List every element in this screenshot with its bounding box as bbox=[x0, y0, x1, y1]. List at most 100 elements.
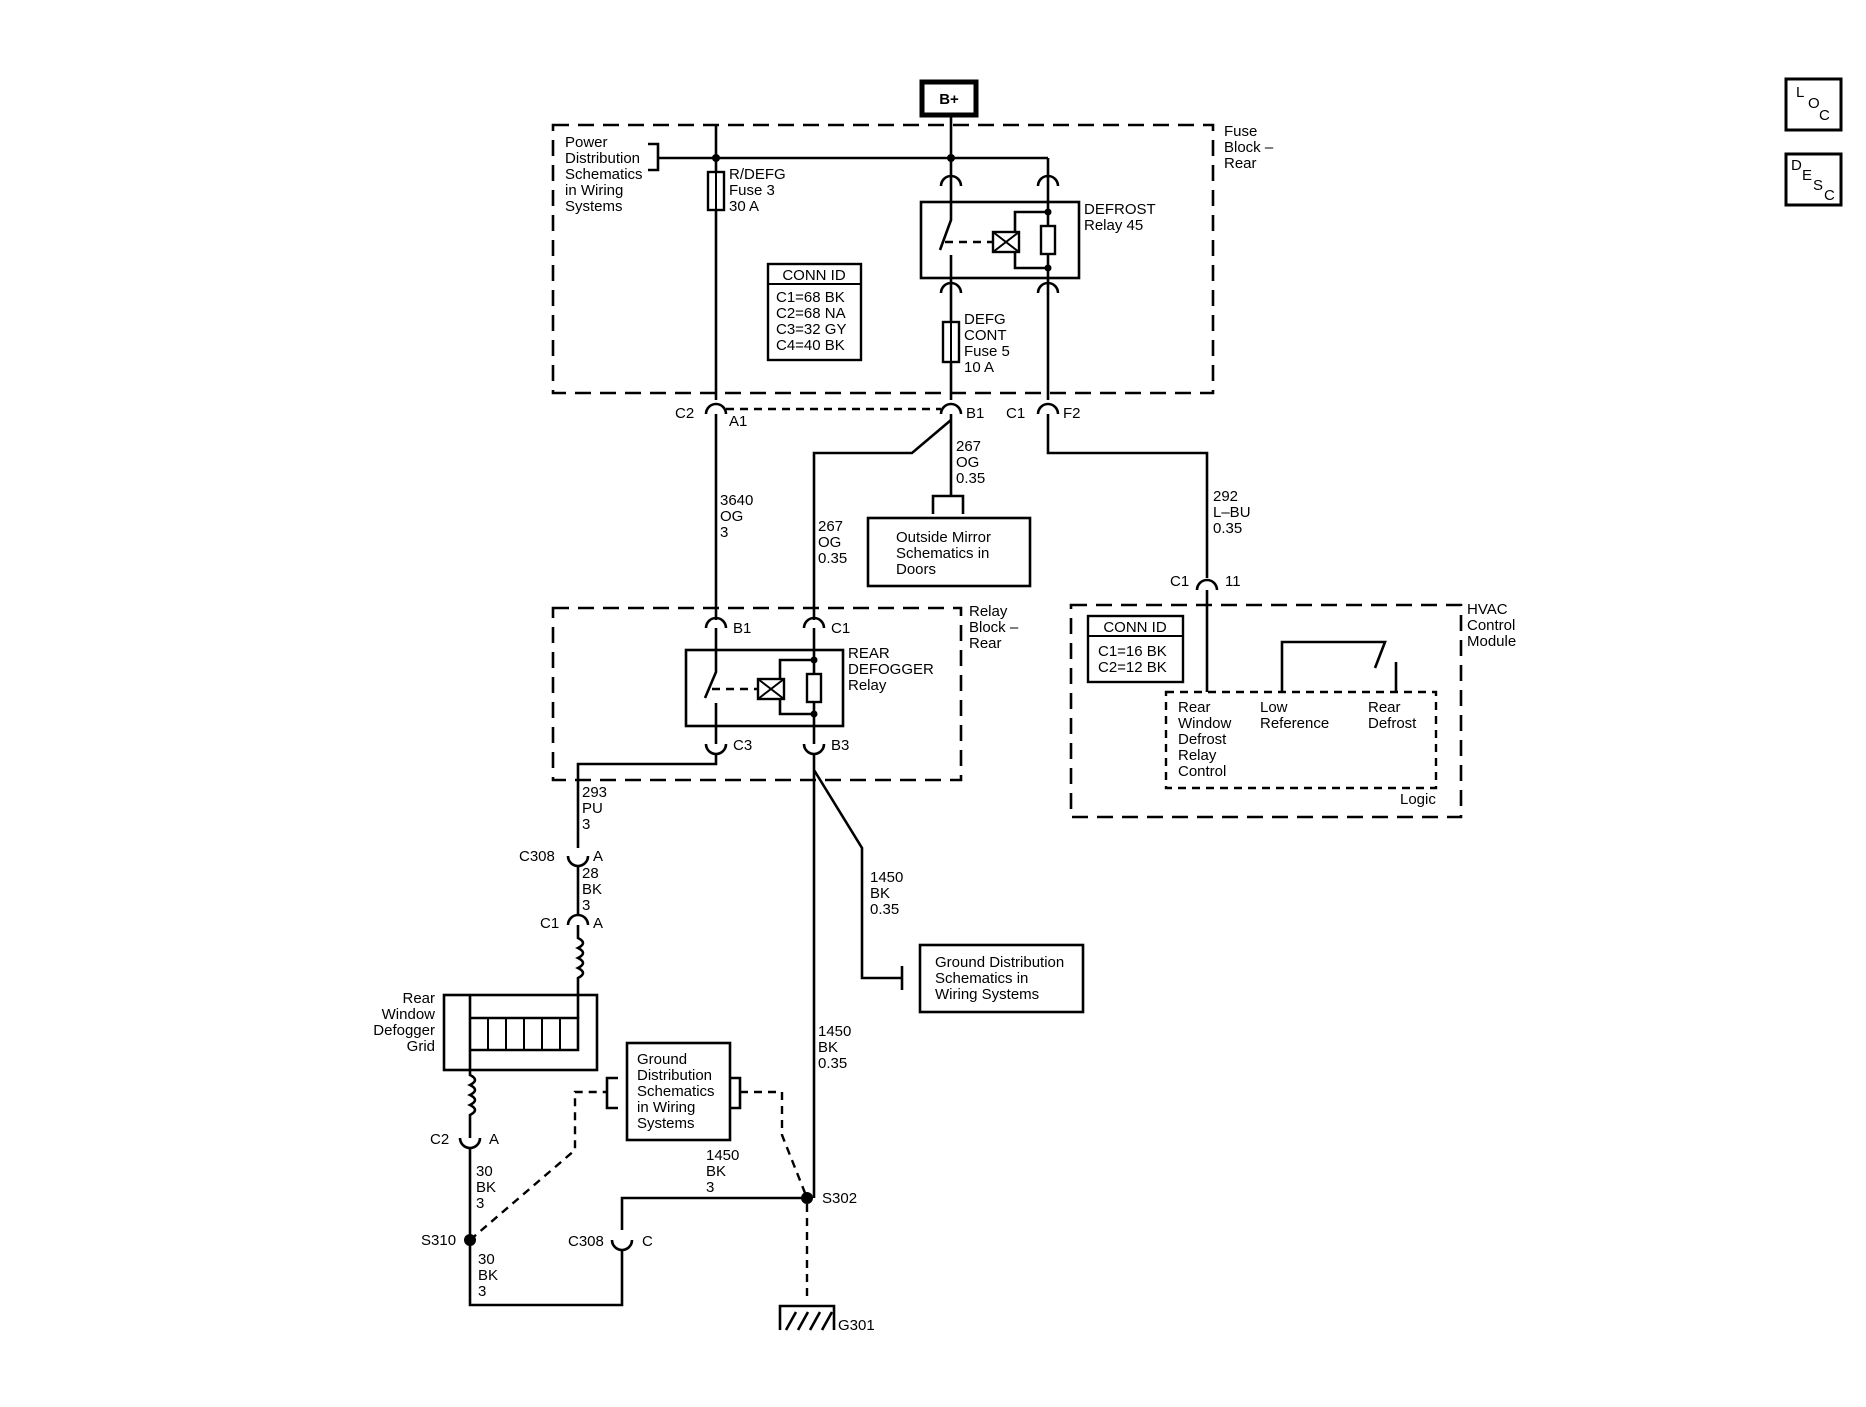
svg-text:Window: Window bbox=[1178, 715, 1232, 732]
conn-c308-top-label: C308 bbox=[519, 848, 555, 865]
relay-b3-label: B3 bbox=[831, 737, 849, 754]
svg-text:0.35: 0.35 bbox=[818, 550, 847, 567]
loc-button[interactable]: L O C bbox=[1784, 77, 1843, 132]
svg-text:C3=32 GY: C3=32 GY bbox=[776, 321, 846, 338]
desc-letter-e: E bbox=[1802, 167, 1812, 184]
c1-grid-terminal bbox=[566, 913, 590, 926]
svg-text:in Wiring: in Wiring bbox=[565, 182, 623, 199]
svg-text:1450: 1450 bbox=[706, 1147, 739, 1164]
relay-block-rear-outline bbox=[551, 606, 963, 782]
svg-text:BK: BK bbox=[582, 881, 602, 898]
fuse-block-conn-id-table: CONN ID C1=68 BK C2=68 NA C3=32 GY C4=40… bbox=[766, 262, 863, 362]
hvac-c1-terminal bbox=[1195, 578, 1219, 591]
svg-text:DEFG: DEFG bbox=[964, 311, 1006, 328]
wire-30-lower bbox=[468, 1240, 624, 1307]
splice-s310-label: S310 bbox=[421, 1232, 456, 1249]
svg-text:OG: OG bbox=[956, 454, 979, 471]
rear-window-defogger-grid-box bbox=[442, 993, 599, 1072]
wire-292 bbox=[1046, 414, 1209, 578]
svg-text:DEFOGGER: DEFOGGER bbox=[848, 661, 934, 678]
svg-text:BK: BK bbox=[706, 1163, 726, 1180]
svg-text:C4=40 BK: C4=40 BK bbox=[776, 337, 845, 354]
rear-defogger-relay-switch bbox=[703, 650, 718, 726]
svg-text:3: 3 bbox=[476, 1195, 484, 1212]
wire-28-label: 28 BK 3 bbox=[582, 865, 602, 914]
pin-relay-control-label: Rear Window Defrost Relay Control bbox=[1178, 699, 1232, 780]
ground-g301-label: G301 bbox=[838, 1317, 875, 1334]
svg-text:Schematics: Schematics bbox=[565, 166, 643, 183]
svg-text:Defogger: Defogger bbox=[373, 1022, 435, 1039]
svg-text:0.35: 0.35 bbox=[818, 1055, 847, 1072]
svg-text:3: 3 bbox=[478, 1283, 486, 1300]
svg-text:Rear: Rear bbox=[1224, 155, 1257, 172]
desc-button[interactable]: D E S C bbox=[1784, 152, 1843, 207]
conn-c1-grid-label: C1 bbox=[540, 915, 559, 932]
relay-c3-label: C3 bbox=[733, 737, 752, 754]
svg-text:10 A: 10 A bbox=[964, 359, 994, 376]
ground-distribution-reference-1[interactable]: Ground Distribution Schematics in Wiring… bbox=[918, 943, 1085, 1014]
wire-293-label: 293 PU 3 bbox=[582, 784, 607, 833]
svg-text:1450: 1450 bbox=[870, 869, 903, 886]
svg-text:Schematics in: Schematics in bbox=[935, 970, 1028, 987]
svg-text:3640: 3640 bbox=[720, 492, 753, 509]
loc-letter-c: C bbox=[1819, 107, 1830, 124]
loc-letter-o: O bbox=[1808, 95, 1820, 112]
pin-low-reference-label: Low Reference bbox=[1260, 699, 1329, 732]
svg-text:Rear: Rear bbox=[402, 990, 435, 1007]
grid-lead-coil-top bbox=[575, 925, 585, 995]
wire-1450-ground-ref-label: 1450 BK 0.35 bbox=[870, 869, 903, 918]
svg-text:293: 293 bbox=[582, 784, 607, 801]
svg-text:Relay: Relay bbox=[969, 603, 1008, 620]
wire-267-relay-label: 267 OG 0.35 bbox=[818, 518, 847, 567]
svg-text:1450: 1450 bbox=[818, 1023, 851, 1040]
svg-text:C2=68 NA: C2=68 NA bbox=[776, 305, 846, 322]
svg-text:Low: Low bbox=[1260, 699, 1288, 716]
wire-1450-ground-ref bbox=[812, 769, 902, 980]
fuse-block-rear-outline bbox=[551, 123, 1215, 395]
conn-b1-label: B1 bbox=[966, 405, 984, 422]
svg-text:Rear: Rear bbox=[1178, 699, 1211, 716]
svg-text:Relay: Relay bbox=[848, 677, 887, 694]
conn-c1-label: C1 bbox=[1006, 405, 1025, 422]
relay-b1-label: B1 bbox=[733, 620, 751, 637]
conn-c308-bottom-label: C308 bbox=[568, 1233, 604, 1250]
svg-text:BK: BK bbox=[870, 885, 890, 902]
rear-defogger-relay-coil bbox=[756, 650, 823, 726]
svg-text:30: 30 bbox=[478, 1251, 495, 1268]
svg-text:Ground Distribution: Ground Distribution bbox=[935, 954, 1064, 971]
wire-30-upper-label: 30 BK 3 bbox=[476, 1163, 496, 1212]
splice-s302 bbox=[801, 1192, 813, 1204]
svg-text:3: 3 bbox=[720, 524, 728, 541]
relay45-feed-wires bbox=[949, 158, 1050, 178]
defrost-relay-label: DEFROST Relay 45 bbox=[1084, 201, 1156, 234]
relay45-bottom-terminals bbox=[939, 281, 1060, 294]
wire-292-label: 292 L–BU 0.35 bbox=[1213, 488, 1251, 537]
desc-letter-d: D bbox=[1791, 157, 1802, 174]
svg-text:Distribution: Distribution bbox=[565, 150, 640, 167]
svg-text:Wiring Systems: Wiring Systems bbox=[935, 986, 1039, 1003]
svg-text:C2=12 BK: C2=12 BK bbox=[1098, 659, 1167, 676]
svg-text:3: 3 bbox=[706, 1179, 714, 1196]
power-distribution-reference[interactable]: Power Distribution Schematics in Wiring … bbox=[565, 134, 643, 215]
svg-text:0.35: 0.35 bbox=[870, 901, 899, 918]
svg-text:Outside Mirror: Outside Mirror bbox=[896, 529, 991, 546]
svg-text:292: 292 bbox=[1213, 488, 1238, 505]
conn-c2-label: C2 bbox=[675, 405, 694, 422]
svg-text:Fuse 3: Fuse 3 bbox=[729, 182, 775, 199]
relay-block-rear-label: Relay Block – Rear bbox=[969, 603, 1019, 652]
hvac-conn-id-table: CONN ID C1=16 BK C2=12 BK bbox=[1086, 614, 1185, 684]
conn-c308-a-label: A bbox=[593, 848, 603, 865]
ground-distribution-reference-2[interactable]: Ground Distribution Schematics in Wiring… bbox=[625, 1041, 732, 1142]
svg-text:Block –: Block – bbox=[1224, 139, 1274, 156]
rear-defogger-relay-bottom-terminals bbox=[704, 743, 826, 756]
desc-letter-c: C bbox=[1824, 187, 1835, 204]
svg-text:Relay: Relay bbox=[1178, 747, 1217, 764]
svg-text:Relay 45: Relay 45 bbox=[1084, 217, 1143, 234]
conn-c2-grid-label: C2 bbox=[430, 1131, 449, 1148]
pin-11-label: 11 bbox=[1225, 573, 1241, 590]
svg-text:Reference: Reference bbox=[1260, 715, 1329, 732]
rear-window-defogger-grid-label: Rear Window Defogger Grid bbox=[373, 990, 435, 1055]
svg-text:HVAC: HVAC bbox=[1467, 601, 1508, 618]
svg-text:Control: Control bbox=[1178, 763, 1226, 780]
outside-mirror-reference[interactable]: Outside Mirror Schematics in Doors bbox=[866, 516, 1032, 588]
